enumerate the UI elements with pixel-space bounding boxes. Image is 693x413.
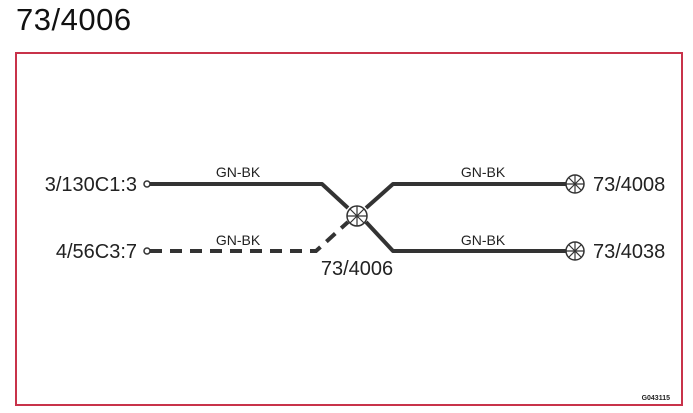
- splice-label: 73/4006: [321, 258, 393, 280]
- right-connector-label-bottom: 73/4038: [593, 241, 665, 263]
- wire-left-top: [150, 182, 350, 210]
- left-connector-label-top: 3/130C1:3: [45, 174, 137, 196]
- wire-label-right-top: GN-BK: [461, 164, 506, 180]
- left-connector-pin-bottom: [143, 247, 151, 255]
- wire-left-bottom: [150, 220, 350, 253]
- left-connector-pin-top: [143, 180, 151, 188]
- wire-right-top: [364, 182, 566, 210]
- splice-crossed-circle-icon: [346, 205, 368, 227]
- right-connector-label-top: 73/4008: [593, 174, 665, 196]
- wire-right-bottom: [364, 220, 566, 253]
- splice-crossed-circle-icon: [565, 241, 585, 261]
- splice-crossed-circle-icon: [565, 174, 585, 194]
- left-connector-label-bottom: 4/56C3:7: [56, 241, 137, 263]
- page-title: 73/4006: [16, 2, 132, 37]
- wire-label-left-bottom: GN-BK: [216, 232, 261, 248]
- diagram-frame: [15, 52, 683, 406]
- wire-label-right-bottom: GN-BK: [461, 232, 506, 248]
- wire-label-left-top: GN-BK: [216, 164, 261, 180]
- figure-id: G043115: [642, 395, 671, 402]
